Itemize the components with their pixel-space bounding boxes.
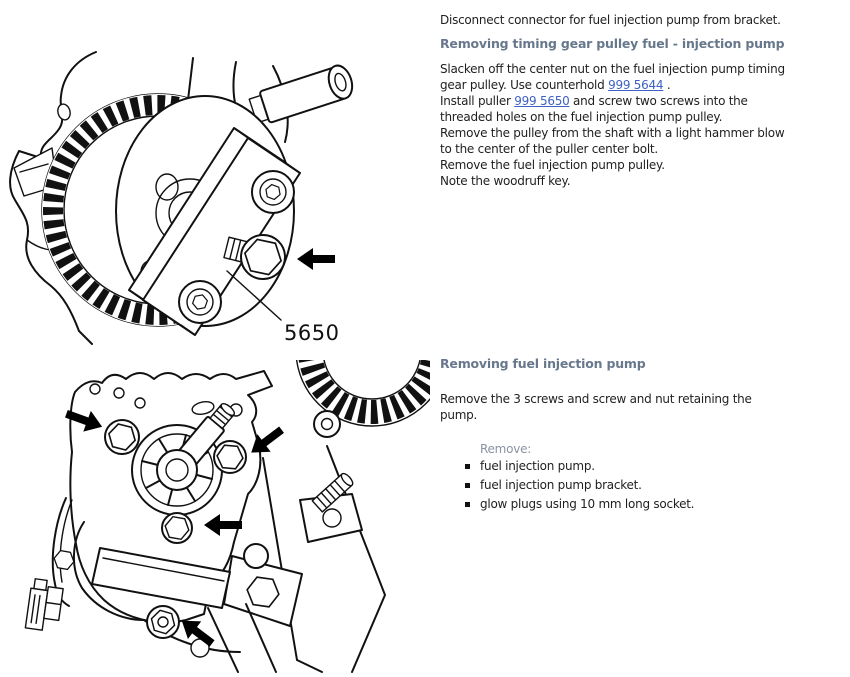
- remove-list-item: fuel injection pump.: [465, 457, 694, 476]
- instruction-intro: Disconnect connector for fuel injection …: [440, 13, 781, 27]
- figure-fuel-injection-pump: [0, 273, 449, 677]
- label-leader-line: [226, 270, 282, 321]
- pump-rotor-and-shaft: [131, 402, 236, 516]
- pointer-arrow-icon: [297, 248, 335, 270]
- text-segment: .: [663, 78, 671, 92]
- text-segment: Note the woodruff key.: [440, 174, 571, 188]
- section-heading-pulley: Removing timing gear pulley fuel - injec…: [440, 36, 785, 51]
- text-segment: Install puller: [440, 94, 515, 108]
- puller-tool: [128, 127, 301, 336]
- text-line: threaded holes on the fuel injection pum…: [440, 109, 785, 125]
- figure-fuel-injection-pump-drawing: [24, 273, 449, 673]
- text-segment: Remove the pulley from the shaft with a …: [440, 126, 785, 140]
- remove-list-item: fuel injection pump bracket.: [465, 476, 694, 495]
- tool-link-999-5650[interactable]: 999 5650: [514, 94, 570, 108]
- text-line: gear pulley. Use counterhold 999 5644 .: [440, 77, 785, 93]
- text-segment: Remove the 3 screws and screw and nut re…: [440, 392, 752, 406]
- text-line: Remove the pulley from the shaft with a …: [440, 125, 785, 141]
- belt-edge-line: [187, 57, 194, 101]
- text-segment: pump.: [440, 408, 478, 422]
- text-line: Install puller 999 5650 and screw two sc…: [440, 93, 785, 109]
- text-segment: and screw two screws into the: [569, 94, 748, 108]
- section-heading-pump: Removing fuel injection pump: [440, 356, 646, 371]
- upper-arm-and-stud: [232, 61, 354, 147]
- figure-timing-gear-puller-drawing: 5650: [9, 51, 354, 345]
- remove-list-item: glow plugs using 10 mm long socket.: [465, 495, 695, 514]
- text-line: to the center of the puller center bolt.: [440, 141, 785, 157]
- text-line: Slacken off the center nut on the fuel i…: [440, 61, 785, 77]
- retaining-fasteners: [104, 419, 247, 639]
- remove-list-label: Remove:: [480, 442, 531, 456]
- tool-link-999-5644[interactable]: 999 5644: [608, 78, 664, 92]
- text-line: pump.: [440, 407, 752, 423]
- text-segment: Remove the fuel injection pump pulley.: [440, 158, 665, 172]
- text-segment: gear pulley. Use counterhold: [440, 78, 609, 92]
- text-segment: threaded holes on the fuel injection pum…: [440, 110, 723, 124]
- tool-number-label: 5650: [284, 321, 339, 345]
- text-line: Note the woodruff key.: [440, 173, 785, 189]
- text-segment: Slacken off the center nut on the fuel i…: [440, 62, 785, 76]
- pump-lower-housing: [51, 521, 277, 673]
- section-pump-body: Remove the 3 screws and screw and nut re…: [440, 391, 752, 423]
- text-segment: to the center of the puller center bolt.: [440, 142, 658, 156]
- camshaft-gear: [295, 273, 449, 438]
- figure-timing-gear-puller: 5650: [0, 0, 420, 356]
- connector-and-wiring: [24, 497, 73, 631]
- instructions-column: Disconnect connector for fuel injection …: [440, 0, 850, 673]
- text-line: Remove the 3 screws and screw and nut re…: [440, 391, 752, 407]
- section-pulley-body: Slacken off the center nut on the fuel i…: [440, 61, 785, 189]
- text-line: Remove the fuel injection pump pulley.: [440, 157, 785, 173]
- puller-center-bolt: [223, 234, 286, 280]
- remove-list: fuel injection pump.fuel injection pump …: [465, 457, 695, 514]
- small-bolt-icon: [51, 549, 77, 571]
